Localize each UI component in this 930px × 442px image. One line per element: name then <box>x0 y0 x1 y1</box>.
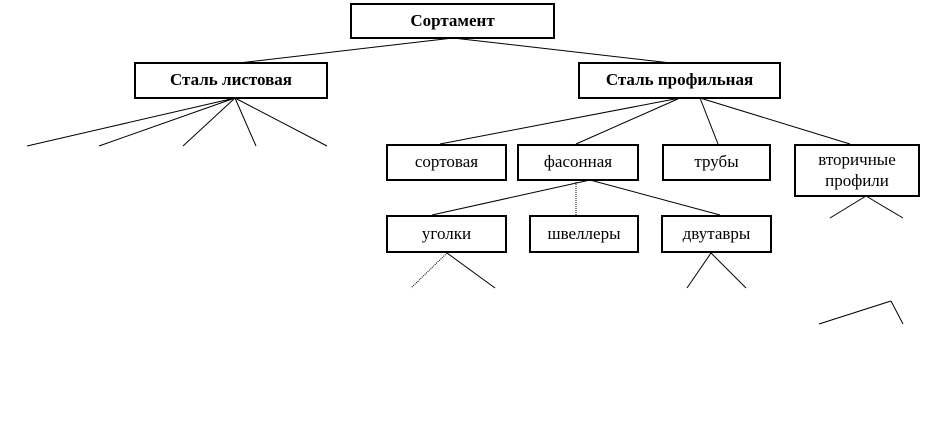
node-dvutavry: двутавры <box>661 215 772 253</box>
node-fasonnaya: фасонная <box>517 144 639 181</box>
edge-root-profile <box>452 37 681 65</box>
edge-sheet-stub-1 <box>26 97 236 147</box>
edge-fragment-2 <box>890 300 904 325</box>
edge-fragment-1 <box>818 300 892 325</box>
node-sortovaya: сортовая <box>386 144 507 181</box>
edge-profile-vtorichnye <box>699 97 851 145</box>
edge-profile-truby <box>699 97 719 145</box>
node-vtorichnye: вторичные профили <box>794 144 920 197</box>
edge-dvutavry-stub-2 <box>710 252 747 289</box>
edge-vtorichnye-stub-2 <box>865 195 904 219</box>
edge-ugolki-stub-2 <box>446 252 496 289</box>
edge-ugolki-stub-1 <box>410 252 448 289</box>
node-ugolki: уголки <box>386 215 507 253</box>
edge-profile-sortovaya <box>439 97 681 145</box>
edge-vtorichnye-stub-1 <box>829 195 867 219</box>
edge-sheet-stub-2 <box>98 97 236 147</box>
node-shvellery: швеллеры <box>529 215 639 253</box>
edge-root-sheet <box>229 37 454 65</box>
edge-profile-fasonnaya <box>575 97 681 145</box>
edge-dvutavry-stub-1 <box>686 252 712 289</box>
edge-fasonnaya-ugolki <box>431 179 591 216</box>
node-root: Сортамент <box>350 3 555 39</box>
edge-sheet-stub-5 <box>234 97 328 147</box>
edge-sheet-stub-3 <box>182 97 236 147</box>
node-sheet-steel: Сталь листовая <box>134 62 328 99</box>
node-profile-steel: Сталь профильная <box>578 62 781 99</box>
edge-sheet-stub-4 <box>234 97 257 147</box>
node-truby: трубы <box>662 144 771 181</box>
edge-fasonnaya-dvutavry <box>589 179 721 216</box>
